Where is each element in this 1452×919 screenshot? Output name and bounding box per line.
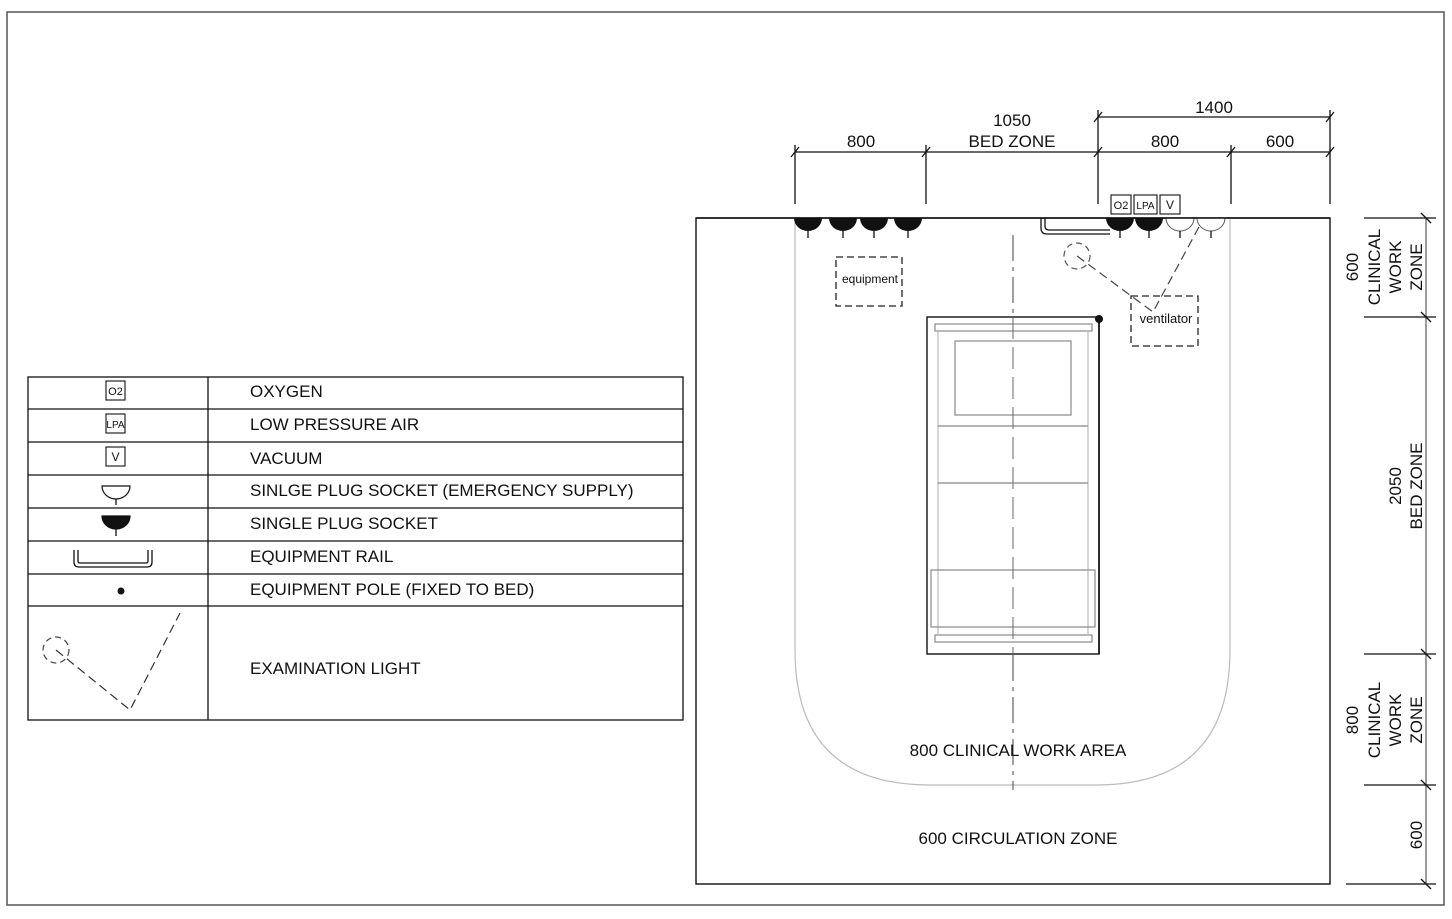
single-socket-icon [894,218,922,238]
equipment-rail-icon [73,550,153,568]
legend-row: EXAMINATION LIGHT [42,612,421,711]
dim-top-cwz-line3: ZONE [1407,243,1426,290]
legend-row: SINGLE PLUG SOCKET [101,514,438,536]
low-pressure-air-icon: LPA [105,413,126,434]
legend-label: VACUUM [250,449,322,468]
dim-bed-zone-label-vertical: BED ZONE [1407,443,1426,530]
dim-overall-1400: 1400 [1195,98,1233,117]
single-socket-icon [829,218,857,238]
legend-label: EQUIPMENT POLE (FIXED TO BED) [250,580,534,599]
legend-row: EQUIPMENT RAIL [73,547,393,568]
legend-row: SINLGE PLUG SOCKET (EMERGENCY SUPPLY) [101,481,634,505]
legend-label: LOW PRESSURE AIR [250,415,419,434]
svg-text:LPA: LPA [106,420,124,431]
top-dimensions: 800 1050 BED ZONE 800 600 1400 [790,98,1335,204]
dim-bed-zone-value: 1050 [993,111,1031,130]
bed [926,315,1103,655]
svg-text:V: V [1166,198,1174,212]
dim-top-cwz-line2: WORK [1386,240,1405,294]
svg-text:O2: O2 [1114,200,1129,212]
single-socket-icon [860,218,888,238]
dim-top-cwz-value: 600 [1343,253,1362,281]
legend-label: EXAMINATION LIGHT [250,659,421,678]
emergency-socket-icon [1165,217,1195,238]
right-dimensions: 600 CLINICAL WORK ZONE 2050 BED ZONE 800… [1343,212,1436,890]
dim-top-cwz-line1: CLINICAL [1365,229,1384,306]
dim-bottom-cwz-line1: CLINICAL [1365,682,1384,759]
bed-space-plan: 800 1050 BED ZONE 800 600 1400 [695,98,1436,890]
vacuum-icon [1159,194,1181,215]
svg-text:O2: O2 [108,386,123,398]
legend-label: EQUIPMENT RAIL [250,547,393,566]
dim-right-600: 600 [1266,132,1294,151]
legend-frame [27,376,684,721]
vacuum-outlet: V [1159,194,1181,215]
low-pressure-air-icon [1133,194,1158,215]
svg-text:LPA: LPA [1136,201,1154,212]
equipment-rail-icon [1040,218,1110,235]
legend-label: SINGLE PLUG SOCKET [250,514,438,533]
dim-bottom-cwz-line2: WORK [1386,693,1405,747]
emergency-socket-icon [101,485,131,505]
oxygen-outlet: O2 [1110,194,1132,215]
equipment-label: equipment [842,272,899,286]
dim-bed-zone-value-vertical: 2050 [1386,467,1405,505]
dim-right-800: 800 [1151,132,1179,151]
circulation-zone-label: 600 CIRCULATION ZONE [918,829,1117,848]
ventilator-zone: ventilator [1130,295,1199,347]
equipment-pole-icon [117,587,125,595]
emergency-socket-icon [1196,217,1226,238]
oxygen-icon [1110,194,1132,215]
single-socket-icon [101,515,131,536]
dim-bottom-cwz-line3: ZONE [1407,696,1426,743]
low-pressure-air-outlet: LPA [1133,194,1158,215]
dim-circulation-value: 600 [1407,821,1426,849]
svg-text:V: V [111,450,119,464]
legend-row: V VACUUM [105,446,322,468]
ventilator-label: ventilator [1140,311,1193,326]
single-socket-icon [794,218,822,238]
right-socket-group [1106,217,1226,238]
dim-bottom-cwz-value: 800 [1343,706,1362,734]
examination-light-icon [42,612,181,711]
dim-bed-zone-label: BED ZONE [969,132,1056,151]
oxygen-icon: O2 [105,380,126,401]
left-socket-group [794,218,922,238]
single-socket-icon [1106,218,1134,238]
equipment-zone: equipment [835,256,903,307]
legend-row: O2 OXYGEN [105,380,323,401]
equipment-pole-icon [1095,315,1103,323]
legend-table: O2 OXYGEN LPA LOW PRESSURE AIR V VACUUM [27,376,684,721]
legend-label: OXYGEN [250,382,323,401]
vacuum-icon: V [105,446,126,467]
single-socket-icon [1135,218,1163,238]
clinical-work-area-label: 800 CLINICAL WORK AREA [910,741,1127,760]
examination-light-icon [1063,224,1201,313]
dim-left-800: 800 [847,132,875,151]
sheet-border [6,11,1445,906]
legend-row: LPA LOW PRESSURE AIR [105,413,419,434]
legend-row: EQUIPMENT POLE (FIXED TO BED) [117,580,534,599]
legend-label: SINLGE PLUG SOCKET (EMERGENCY SUPPLY) [250,481,634,500]
